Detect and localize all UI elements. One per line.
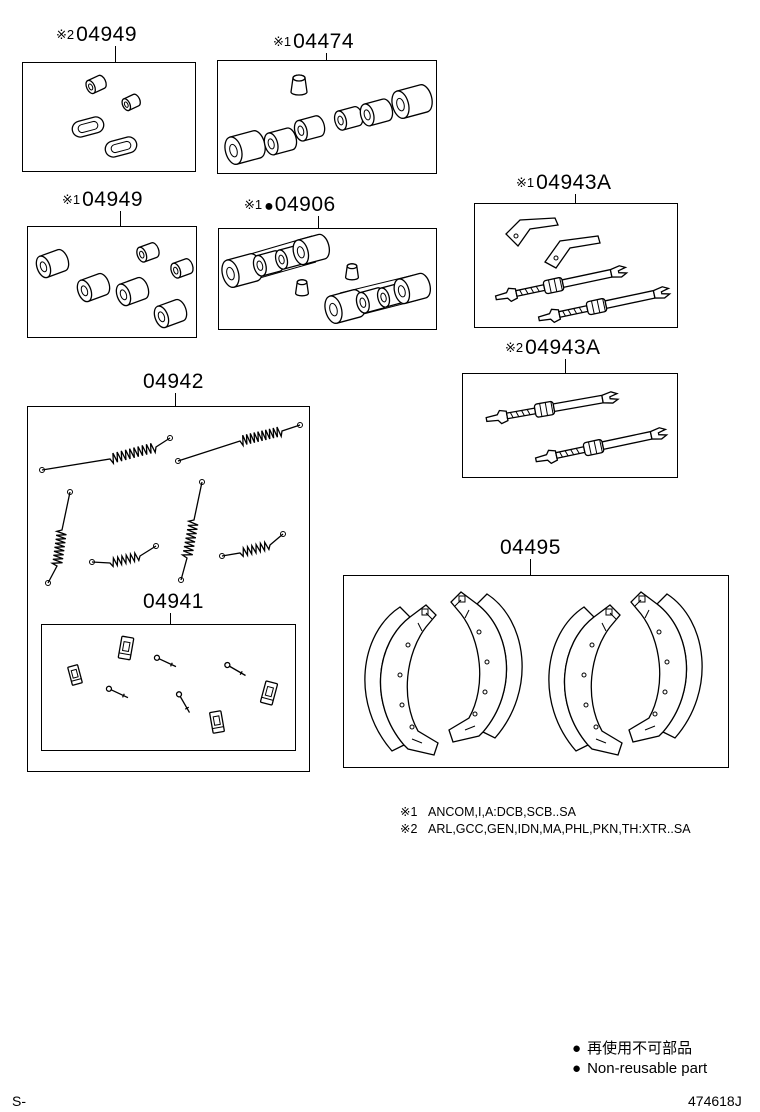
callout-04906[interactable]: ※1●04906 (244, 194, 336, 218)
leader-line (575, 194, 576, 203)
leader-line (326, 53, 327, 60)
callout-part-number[interactable]: 04943A (525, 336, 601, 359)
kit-box-04949-note2 (22, 62, 196, 172)
callout-note: ※1 (244, 197, 263, 212)
leader-line (530, 559, 531, 575)
callout-04941[interactable]: 04941 (143, 591, 204, 615)
kit-box-04941 (41, 624, 296, 751)
leader-line (170, 613, 171, 624)
callout-part-number[interactable]: 04943A (536, 171, 612, 194)
callout-04949-note2[interactable]: ※204949 (56, 24, 137, 48)
footer-left-code: S- (12, 1093, 26, 1109)
callout-part-number[interactable]: 04474 (293, 30, 355, 53)
callout-part-number[interactable]: 04942 (143, 370, 204, 393)
callout-04943a-note2[interactable]: ※204943A (505, 337, 601, 361)
callout-part-number[interactable]: 04949 (76, 23, 138, 46)
legend-english: ● Non-reusable part (572, 1059, 707, 1079)
footnote-1: ※1 ANCOM,I,A:DCB,SCB..SA (400, 804, 576, 820)
callout-04474[interactable]: ※104474 (273, 31, 354, 55)
non-reusable-mark: ● (572, 1060, 582, 1077)
callout-part-number[interactable]: 04941 (143, 590, 204, 613)
callout-note: ※2 (56, 27, 75, 42)
callout-part-number[interactable]: 04906 (274, 193, 336, 216)
kit-box-04495 (343, 575, 729, 768)
leader-line (565, 359, 566, 373)
callout-note: ※1 (516, 175, 535, 190)
callout-note: ※1 (62, 192, 81, 207)
illustration-number: 474618J (688, 1093, 742, 1109)
callout-part-number[interactable]: 04949 (82, 188, 144, 211)
callout-note: ※1 (273, 34, 292, 49)
kit-box-04942 (27, 406, 310, 772)
callout-04495[interactable]: 04495 (500, 537, 561, 561)
callout-part-number[interactable]: 04495 (500, 536, 561, 559)
kit-box-04474 (217, 60, 437, 174)
leader-line (120, 211, 121, 226)
footnote-2: ※2 ARL,GCC,GEN,IDN,MA,PHL,PKN,TH:XTR..SA (400, 821, 691, 837)
callout-04942[interactable]: 04942 (143, 371, 204, 395)
legend-text-ja: 再使用不可部品 (587, 1040, 693, 1057)
callout-note: ※2 (505, 340, 524, 355)
non-reusable-mark: ● (264, 198, 274, 215)
legend-japanese: ● 再使用不可部品 (572, 1039, 692, 1059)
callout-04949-note1[interactable]: ※104949 (62, 189, 143, 213)
kit-box-04943a-note1 (474, 203, 678, 328)
kit-box-04949-note1 (27, 226, 197, 338)
kit-box-04943a-note2 (462, 373, 678, 478)
leader-line (318, 216, 319, 228)
legend-text-en: Non-reusable part (587, 1060, 708, 1077)
leader-line (175, 393, 176, 406)
callout-04943a-note1[interactable]: ※104943A (516, 172, 612, 196)
leader-line (115, 46, 116, 62)
footnote-text: ARL,GCC,GEN,IDN,MA,PHL,PKN,TH:XTR..SA (428, 822, 691, 836)
footnote-text: ANCOM,I,A:DCB,SCB..SA (428, 805, 576, 819)
footnote-mark: ※2 (400, 822, 418, 836)
footnote-mark: ※1 (400, 805, 418, 819)
kit-box-04906 (218, 228, 437, 330)
non-reusable-mark: ● (572, 1040, 582, 1057)
